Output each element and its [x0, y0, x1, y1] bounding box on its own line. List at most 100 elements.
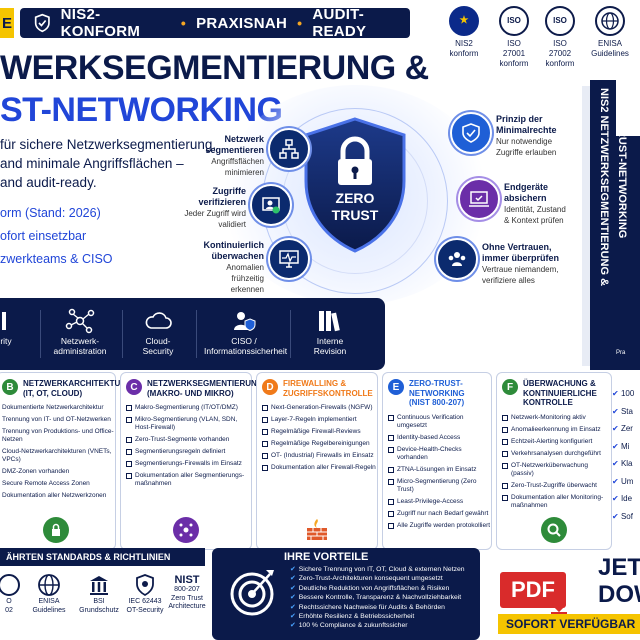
pdf-download-button[interactable]: PDF	[500, 572, 566, 608]
card-title: (NIST 800-207)	[409, 398, 465, 407]
card-title: ÜBERWACHUNG &	[523, 379, 596, 388]
iec-icon	[122, 572, 168, 598]
checkbox[interactable]	[502, 482, 508, 489]
standard-iec: IEC 62443 OT-Security	[122, 572, 168, 615]
checkbox[interactable]	[262, 417, 268, 423]
list-item-text: 100	[620, 389, 635, 398]
list-item[interactable]: Continuous Verification umgesetzt	[388, 414, 491, 430]
list-item-text: Layer-7-Regeln implementiert	[271, 416, 357, 423]
checkbox[interactable]	[126, 405, 132, 411]
checkbox[interactable]	[126, 461, 132, 467]
shield-check-icon	[34, 13, 50, 33]
list-item[interactable]: Netzwerk-Monitoring aktiv	[502, 414, 611, 422]
list-item[interactable]: Next-Generation-Firewalls (NGFW)	[262, 404, 377, 412]
list-item[interactable]: Segmentierungs-Firewalls im Einsatz	[126, 460, 251, 468]
strip-label: Security	[142, 346, 174, 356]
checkbox[interactable]	[126, 473, 132, 479]
list-item[interactable]: Mikro-Segmentierung (VLAN, SDN, Host-Fir…	[126, 416, 251, 432]
list-item[interactable]: Zugriff nur nach Bedarf gewährt	[388, 510, 491, 518]
list-item-text: Dokumentation aller Monitoring-maßnahmen	[511, 493, 604, 509]
standard-bsi: BSI Grundschutz	[76, 572, 122, 615]
strip-label: CISO /	[231, 336, 257, 346]
list-item[interactable]: Dokumentation aller Segmentierungs-maßna…	[126, 472, 251, 488]
feature-title: Endgeräte	[504, 182, 549, 192]
checkbox[interactable]	[388, 478, 394, 485]
list-item-text: Mi	[620, 441, 630, 451]
list-item: ✔ Sta	[612, 403, 634, 421]
list-item[interactable]: Regelmäßige Firewall-Reviews	[262, 428, 377, 436]
list-item-text: Sof	[620, 511, 633, 521]
feature-minimalrechte: Prinzip der Minimalrechte Nur notwendige…	[496, 114, 576, 158]
bullet-item: orm (Stand: 2026)	[0, 206, 101, 220]
checkbox[interactable]	[262, 453, 268, 459]
audience-strip	[0, 298, 385, 370]
list-item-text: Rechtssichere Nachweise für Audits & Beh…	[298, 603, 445, 611]
checkbox[interactable]	[388, 522, 394, 529]
standard-label: 02	[5, 606, 13, 614]
list-item[interactable]: Anomalieerkennung im Einsatz	[502, 426, 611, 434]
checkbox[interactable]	[388, 434, 394, 441]
checkbox[interactable]	[502, 462, 508, 469]
check-icon: ✔	[612, 424, 619, 433]
list-item[interactable]: Least-Privilege-Access	[388, 498, 491, 506]
card-letter: E	[388, 379, 404, 395]
checkbox[interactable]	[502, 414, 508, 421]
list-item[interactable]: Micro-Segmentierung (Zero Trust)	[388, 478, 491, 494]
list-item-text: Makro-Segmentierung (IT/OT/DMZ)	[135, 404, 238, 411]
list-item[interactable]: OT- (Industrial) Firewalls im Einsatz	[262, 452, 377, 460]
checkbox[interactable]	[262, 405, 268, 411]
list-item[interactable]: ZTNA-Lösungen im Einsatz	[388, 466, 491, 474]
list-item[interactable]: Identity-based Access	[388, 434, 491, 442]
page-title: WERKSEGMENTIERUNG &	[0, 49, 429, 87]
list-item: ✔100 % Compliance & zukunftssicher	[290, 621, 465, 630]
list-item-text: 100 % Compliance & zukunftssicher	[298, 622, 408, 630]
checkbox[interactable]	[262, 429, 268, 435]
feature-desc: Jeder Zugriff wird	[184, 209, 246, 218]
checkbox[interactable]	[502, 438, 508, 445]
standard-label: Architecture	[168, 603, 206, 610]
sofort-verfuegbar-button[interactable]: SOFORT VERFÜGBAR	[498, 614, 640, 634]
checkbox[interactable]	[126, 449, 132, 455]
checkbox[interactable]	[502, 426, 508, 433]
checkbox[interactable]	[126, 437, 132, 443]
strip-divider	[40, 310, 41, 358]
list-item[interactable]: Layer-7-Regeln implementiert	[262, 416, 377, 424]
checkbox[interactable]	[388, 498, 394, 505]
list-item[interactable]: Regelmäßige Regelbereinigungen	[262, 440, 377, 448]
list-item[interactable]: Alle Zugriffe werden protokolliert	[388, 522, 491, 530]
list-item[interactable]: Makro-Segmentierung (IT/OT/DMZ)	[126, 404, 251, 412]
list-item[interactable]: Zero-Trust-Zugriffe überwacht	[502, 482, 611, 490]
list-item[interactable]: Zero-Trust-Segmente vorhanden	[126, 436, 251, 444]
checkbox[interactable]	[502, 450, 508, 457]
badge-label: konform	[545, 59, 575, 68]
checkbox[interactable]	[388, 466, 394, 473]
standard-label: IEC 62443	[128, 598, 162, 605]
list-item-text: Micro-Segmentierung (Zero Trust)	[397, 477, 477, 493]
checkbox[interactable]	[388, 414, 394, 421]
list-item[interactable]: OT-Netzwerküberwachung (passiv)	[502, 462, 611, 478]
list-item[interactable]: Dokumentation aller Monitoring-maßnahmen	[502, 494, 611, 510]
feature-desc: verifiziere alles	[482, 276, 535, 285]
list-item: ✔Rechtssichere Nachweise für Audits & Be…	[290, 603, 465, 612]
list-item[interactable]: Verkehrsanalysen durchgeführt	[502, 450, 611, 458]
checkbox[interactable]	[126, 417, 132, 423]
list-item-text: Segmentierungs-Firewalls im Einsatz	[135, 460, 242, 467]
list-item[interactable]: Dokumentation aller Firewall-Regeln	[262, 464, 377, 472]
banner-item: PRAXISNAH	[196, 14, 288, 32]
list-item-text: Least-Privilege-Access	[397, 497, 464, 505]
checkbox[interactable]	[388, 446, 394, 453]
checkbox[interactable]	[262, 465, 268, 471]
checkbox[interactable]	[262, 441, 268, 447]
feature-title: überwachen	[211, 251, 264, 261]
banner-left-tab: E	[0, 8, 14, 38]
list-item[interactable]: Echtzeit-Alerting konfiguriert	[502, 438, 611, 446]
subtitle-line: and minimale Angriffsflächen –	[0, 156, 184, 171]
list-item: Secure Remote Access Zonen	[2, 480, 115, 488]
list-item: ✔Sichere Trennung von IT, OT, Cloud & ex…	[290, 565, 465, 574]
checkbox[interactable]	[388, 510, 394, 517]
checkbox[interactable]	[502, 494, 508, 501]
cta-headline-line: DOW	[598, 581, 640, 608]
list-item[interactable]: Device-Health-Checks vorhanden	[388, 446, 491, 462]
list-item[interactable]: Segmentierungsregeln definiert	[126, 448, 251, 456]
list-item: ✔ Kla	[612, 455, 634, 473]
